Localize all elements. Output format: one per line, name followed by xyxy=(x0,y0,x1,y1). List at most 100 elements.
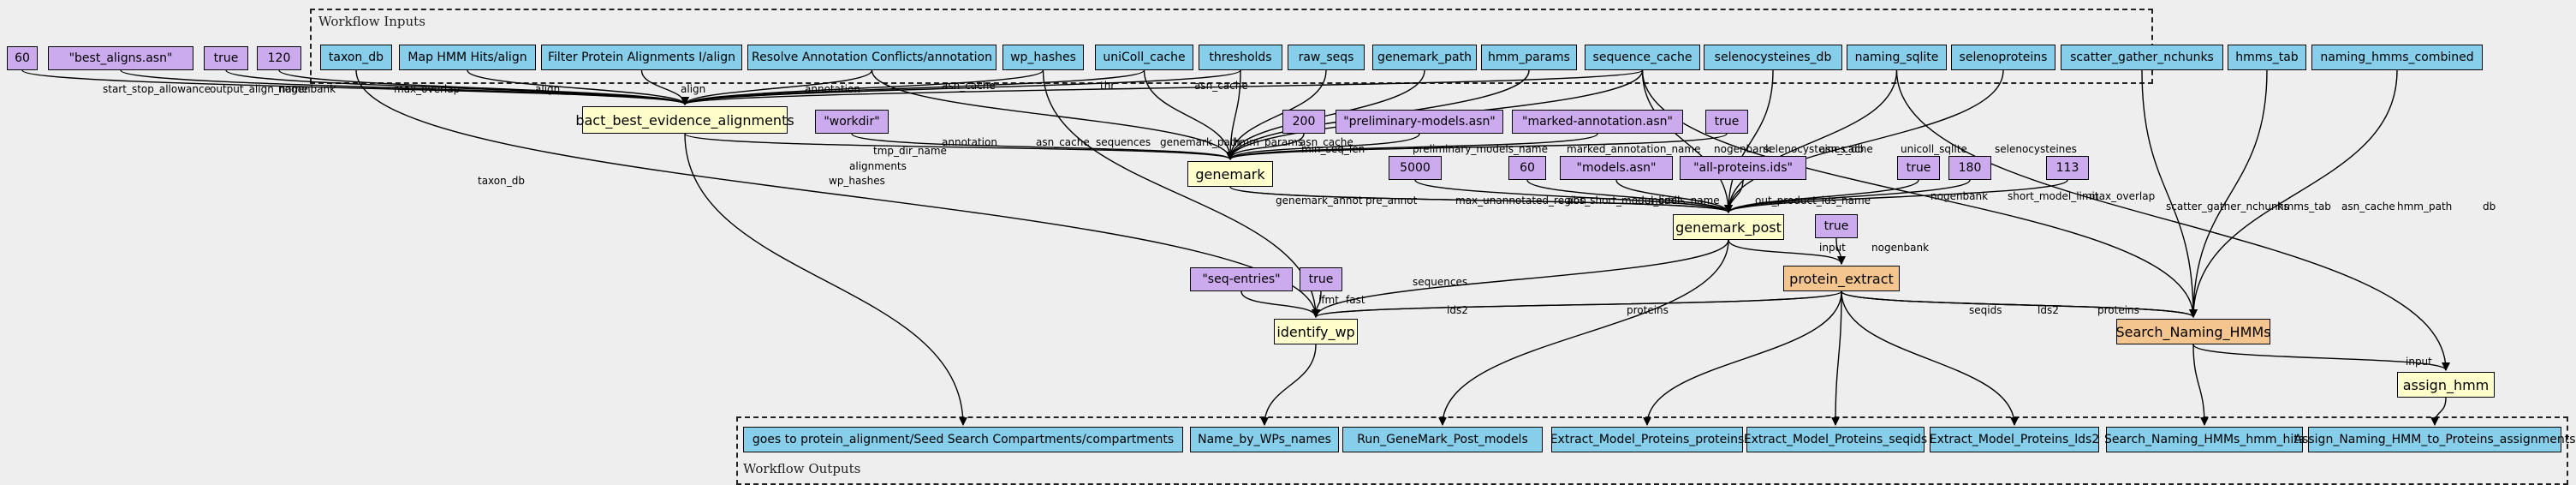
edge-input-sequence-cache-to-step-genemark-post xyxy=(1641,69,1733,213)
input-sequence-cache[interactable]: sequence_cache xyxy=(1585,45,1700,70)
param-workdir[interactable]: "workdir" xyxy=(815,110,889,134)
edge-label-pre_annot: pre_annot xyxy=(1365,195,1418,207)
edge-label-marked_annotation_name: marked_annotation_name xyxy=(1567,143,1700,155)
param-preliminary-models[interactable]: "preliminary-models.asn" xyxy=(1336,110,1503,134)
edge-step-protein-extract-to-output-extract-model-proteins-seqids xyxy=(1831,290,1842,426)
edge-label-annotation: annotation xyxy=(805,83,860,95)
param-max-overlap-120[interactable]: 120 xyxy=(257,46,301,70)
input-resolve-annotation-conflicts[interactable]: Resolve Annotation Conflicts/annotation xyxy=(747,45,996,70)
output-extract-model-proteins-proteins[interactable]: Extract_Model_Proteins_proteins xyxy=(1550,427,1744,452)
input-wp-hashes[interactable]: wp_hashes xyxy=(1002,45,1084,70)
output-search-naming-hmms-hmm-hits[interactable]: Search_Naming_HMMs_hmm_hits xyxy=(2104,427,2305,452)
param-models-asn[interactable]: "models.asn" xyxy=(1560,156,1673,180)
input-thresholds[interactable]: thresholds xyxy=(1199,45,1282,70)
edge-step-genemark-post-to-step-identify-wp xyxy=(1312,239,1729,318)
output-compartments[interactable]: goes to protein_alignment/Seed Search Co… xyxy=(743,427,1183,452)
output-run-genemark-post-models[interactable]: Run_GeneMark_Post_models xyxy=(1342,427,1543,452)
edge-step-protein-extract-to-step-identify-wp xyxy=(1312,290,1842,318)
param-min-seq-len-200[interactable]: 200 xyxy=(1282,110,1325,134)
edge-label-nogenbank: nogenbank xyxy=(1871,242,1929,254)
edge-param-nogenbank-true-4-to-step-protein-extract xyxy=(1835,237,1846,265)
input-scatter-gather-nchunks[interactable]: scatter_gather_nchunks xyxy=(2061,45,2223,70)
edge-label-annotation: annotation xyxy=(942,136,997,148)
param-abs-short-model-60[interactable]: 60 xyxy=(1508,156,1546,180)
input-genemark-path[interactable]: genemark_path xyxy=(1372,45,1477,70)
edge-input-unicoll-cache-to-step-genemark xyxy=(1143,69,1234,160)
step-protein-extract[interactable]: protein_extract xyxy=(1783,266,1900,291)
edge-input-wp-hashes-to-step-bact-best-evidence-alignments xyxy=(681,69,1044,105)
edge-label-wp_hashes: wp_hashes xyxy=(829,175,885,187)
input-naming-hmms-combined[interactable]: naming_hmms_combined xyxy=(2311,45,2483,70)
output-assign-naming-hmm-assignments[interactable]: Assign_Naming_HMM_to_Proteins_assignment… xyxy=(2294,427,2576,452)
step-assign-hmm[interactable]: assign_hmm xyxy=(2397,372,2495,398)
edge-input-raw-seqs-to-step-genemark xyxy=(1226,69,1327,160)
edge-input-naming-hmms-combined-to-step-search-naming-hmms xyxy=(2189,69,2398,318)
input-filter-protein-alignments[interactable]: Filter Protein Alignments I/align xyxy=(541,45,742,70)
input-taxon-db[interactable]: taxon_db xyxy=(320,45,392,70)
edge-param-best-aligns-asn-to-step-bact-best-evidence-alignments xyxy=(120,69,689,105)
input-hmm-params[interactable]: hmm_params xyxy=(1481,45,1577,70)
edge-input-sequence-cache-to-step-bact-best-evidence-alignments xyxy=(681,69,1644,105)
edge-label-proteins: proteins xyxy=(1627,304,1669,316)
input-raw-seqs[interactable]: raw_seqs xyxy=(1288,45,1365,70)
param-marked-annotation[interactable]: "marked-annotation.asn" xyxy=(1512,110,1683,134)
param-nogenbank-true-4[interactable]: true xyxy=(1815,214,1858,238)
edge-label-asn_cache: asn_cache xyxy=(1036,136,1090,148)
param-best-aligns-asn[interactable]: "best_aligns.asn" xyxy=(48,46,193,70)
param-nogenbank-true-2[interactable]: true xyxy=(1705,110,1748,134)
edge-label-out_product_ids_name: out_product_ids_name xyxy=(1755,195,1871,207)
output-extract-model-proteins-lds2[interactable]: Extract_Model_Proteins_lds2 xyxy=(1930,427,2099,452)
edge-label-db: db xyxy=(2483,201,2496,213)
param-short-model-180[interactable]: 180 xyxy=(1948,156,1991,180)
edge-param-workdir-to-step-genemark xyxy=(851,133,1234,160)
edge-label-asn_cache: asn_cache xyxy=(942,80,996,92)
input-map-hmm-hits-align[interactable]: Map HMM Hits/align xyxy=(399,45,536,70)
param-max-unannotated-5000[interactable]: 5000 xyxy=(1389,156,1442,180)
edge-label-hmms_tab: hmms_tab xyxy=(2277,201,2331,213)
param-fast-true-5[interactable]: true xyxy=(1300,267,1342,291)
input-naming-sqlite[interactable]: naming_sqlite xyxy=(1847,45,1947,70)
edge-input-map-hmm-hits-align-to-step-bact-best-evidence-alignments xyxy=(467,69,689,105)
workflow-inputs-title: Workflow Inputs xyxy=(318,14,425,29)
edge-label-proteins: proteins xyxy=(2097,304,2139,316)
edge-step-bact-best-evidence-alignments-to-output-compartments xyxy=(684,133,967,426)
edge-label-models_name: models_name xyxy=(1648,195,1720,207)
edge-step-protein-extract-to-output-extract-model-proteins-lds2 xyxy=(1841,290,2019,426)
output-name-by-wps-names[interactable]: Name_by_WPs_names xyxy=(1190,427,1339,452)
edge-label-taxon_db: taxon_db xyxy=(478,175,525,187)
step-search-naming-hmms[interactable]: Search_Naming_HMMs xyxy=(2115,319,2271,344)
edge-input-unicoll-cache-to-step-bact-best-evidence-alignments xyxy=(681,69,1145,105)
edge-label-nogenbank: nogenbank xyxy=(278,83,336,95)
input-selenoproteins[interactable]: selenoproteins xyxy=(1951,45,2055,70)
edge-step-identify-wp-to-output-name-by-wps-names xyxy=(1260,344,1317,426)
edge-label-tmp_dir_name: tmp_dir_name xyxy=(873,145,947,157)
workflow-outputs-title: Workflow Outputs xyxy=(743,461,861,476)
edge-label-seqids: seqids xyxy=(1969,304,2002,316)
edge-input-scatter-gather-nchunks-to-step-search-naming-hmms xyxy=(2141,69,2198,318)
param-nogenbank-true-3[interactable]: true xyxy=(1897,156,1940,180)
param-all-proteins-ids[interactable]: "all-proteins.ids" xyxy=(1680,156,1806,180)
edge-step-search-naming-hmms-to-step-assign-hmm xyxy=(2192,344,2450,371)
edge-step-bact-best-evidence-alignments-to-step-genemark xyxy=(684,133,1234,160)
param-nogenbank-true-1[interactable]: true xyxy=(204,46,248,70)
edge-label-max_overlap: max_overlap xyxy=(394,83,460,95)
param-start-stop-60[interactable]: 60 xyxy=(7,46,38,70)
edge-input-thresholds-to-step-genemark xyxy=(1226,69,1241,160)
input-selenocysteines-db[interactable]: selenocysteines_db xyxy=(1704,45,1842,70)
edge-step-genemark-to-step-genemark-post xyxy=(1229,186,1733,213)
edge-label-asn_cache: asn_cache xyxy=(1300,136,1353,148)
step-identify-wp[interactable]: identify_wp xyxy=(1274,319,1358,344)
param-max-overlap-113[interactable]: 113 xyxy=(2046,156,2089,180)
edge-input-selenoproteins-to-step-genemark-post xyxy=(1724,69,2004,213)
step-genemark-post[interactable]: genemark_post xyxy=(1673,214,1784,240)
param-seq-entries[interactable]: "seq-entries" xyxy=(1190,267,1293,291)
input-hmms-tab[interactable]: hmms_tab xyxy=(2228,45,2306,70)
edge-label-selenocysteines_db: selenocysteines_db xyxy=(1764,143,1864,155)
edge-label-genemark_annot: genemark_annot xyxy=(1276,195,1363,207)
step-genemark[interactable]: genemark xyxy=(1187,161,1273,187)
step-bact-best-evidence-alignments[interactable]: bact_best_evidence_alignments xyxy=(575,106,794,134)
input-unicoll-cache[interactable]: uniColl_cache xyxy=(1095,45,1193,70)
output-extract-model-proteins-seqids[interactable]: Extract_Model_Proteins_seqids xyxy=(1744,427,1927,452)
edge-input-resolve-annotation-conflicts-to-step-bact-best-evidence-alignments xyxy=(681,69,873,105)
edge-param-nogenbank-true-2-to-step-genemark xyxy=(1226,133,1728,160)
